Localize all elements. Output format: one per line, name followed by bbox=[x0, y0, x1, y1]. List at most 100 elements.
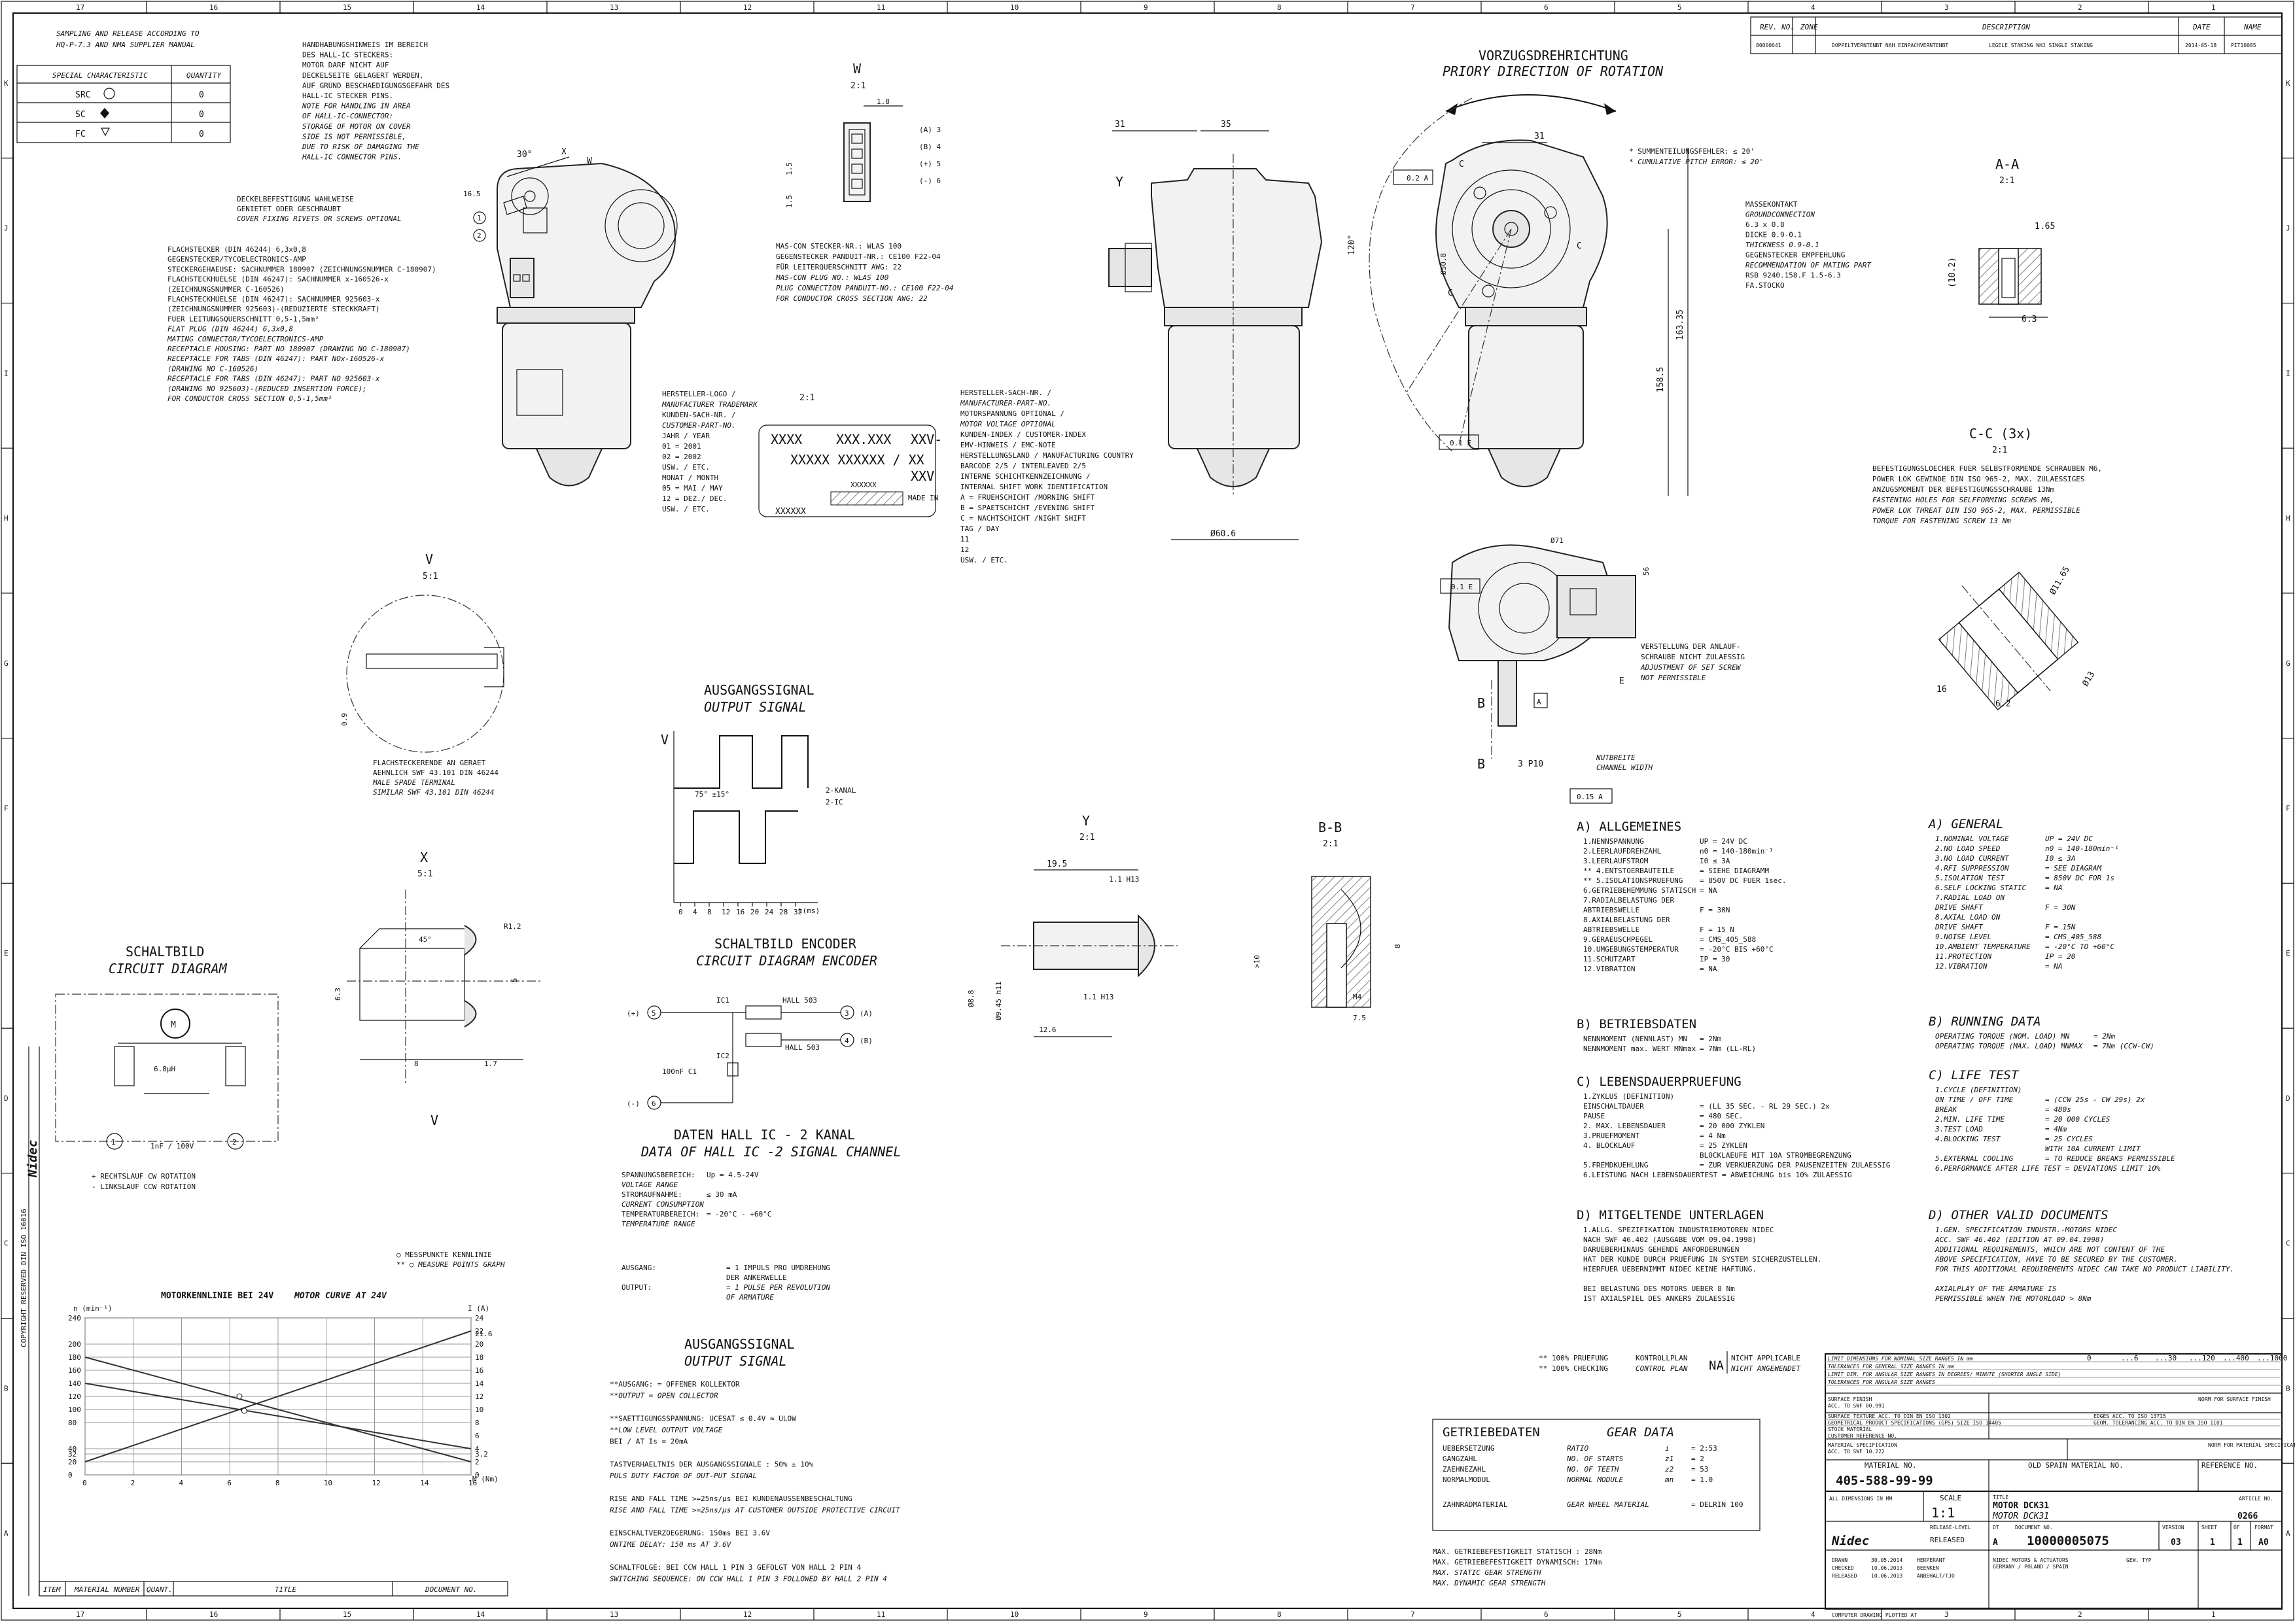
output-signal-2: AUSGANGSSIGNAL OUTPUT SIGNAL bbox=[684, 1336, 795, 1369]
spec-section-title: C) LIFE TEST bbox=[1929, 1068, 2020, 1082]
note-line: KUNDEN-INDEX / CUSTOMER-INDEX bbox=[960, 430, 1086, 439]
note-line: GEGENSTECKER/TYCOELECTRONICS-AMP bbox=[167, 255, 306, 264]
spec-value: IP = 30 bbox=[1700, 955, 1730, 963]
rev-header-desc: DESCRIPTION bbox=[1982, 23, 2030, 31]
spec-value: = 4Nm bbox=[2045, 1125, 2067, 1133]
chart-y-left-tick: 80 bbox=[68, 1419, 77, 1427]
svg-text:HALL 503: HALL 503 bbox=[782, 996, 817, 1005]
spec-label: 3.LEERLAUFSTROM bbox=[1583, 857, 1649, 865]
hall-data-label: SPANNUNGSBEREICH: bbox=[622, 1171, 695, 1179]
tolerance-col: ...400 bbox=[2223, 1354, 2249, 1362]
border-col-label: 12 bbox=[743, 1610, 752, 1619]
svg-text:0.1 E: 0.1 E bbox=[1450, 439, 1471, 447]
svg-text:(+): (+) bbox=[627, 1009, 640, 1018]
svg-text:CIRCUIT DIAGRAM ENCODER: CIRCUIT DIAGRAM ENCODER bbox=[696, 953, 877, 969]
note-line: 05 = MAI / MAY bbox=[662, 484, 723, 492]
sampling-row-label: SC bbox=[75, 110, 86, 120]
border-col-label: 16 bbox=[209, 1610, 218, 1619]
signature-name: ANBEHALT/TJO bbox=[1917, 1573, 1955, 1579]
border-col-label: 13 bbox=[610, 3, 618, 12]
signal-tick-label: 0 bbox=[678, 908, 683, 916]
note-line: **OUTPUT = OPEN COLLECTOR bbox=[610, 1392, 718, 1400]
svg-text:NUTBREITE: NUTBREITE bbox=[1596, 753, 1636, 762]
svg-text:OUTPUT SIGNAL: OUTPUT SIGNAL bbox=[684, 1353, 787, 1369]
rev-header-date: DATE bbox=[2192, 23, 2211, 31]
chart-x-tick: 0 bbox=[82, 1479, 87, 1487]
spec-value: = (CCW 25s - CW 29s) 2x bbox=[2045, 1096, 2145, 1104]
chart-y-right-tick: 12 bbox=[475, 1392, 483, 1401]
signal-tick-label: 24 bbox=[765, 908, 774, 916]
svg-text:** 100% PRUEFUNG: ** 100% PRUEFUNG bbox=[1539, 1354, 1608, 1362]
svg-text:FORMAT: FORMAT bbox=[2254, 1525, 2273, 1530]
svg-text:2:1: 2:1 bbox=[1992, 445, 2007, 455]
note-line: 11 bbox=[960, 535, 969, 544]
spec-value: = -20°C BIS +60°C bbox=[1700, 945, 1774, 954]
signal-tick-label: 20 bbox=[750, 908, 759, 916]
gear-label-en: RATIO bbox=[1567, 1444, 1588, 1453]
svg-text:XXXXX XXXXXX / XX: XXXXX XXXXXX / XX bbox=[790, 452, 924, 468]
svg-text:A0: A0 bbox=[2258, 1538, 2269, 1547]
svg-text:8: 8 bbox=[1393, 944, 1402, 948]
view-w-dim: 1.8 bbox=[877, 97, 890, 106]
note-line: GROUNDCONNECTION bbox=[1745, 211, 1815, 219]
note-line: **AUSGANG: = OFFENER KOLLEKTOR bbox=[610, 1380, 740, 1389]
border-col-label: 11 bbox=[877, 3, 885, 12]
note-line: COVER FIXING RIVETS OR SCREWS OPTIONAL bbox=[237, 215, 402, 223]
spec-value: = 480s bbox=[2045, 1105, 2071, 1114]
svg-text:SCALE: SCALE bbox=[1940, 1494, 1961, 1502]
rev-name: PIT10085 bbox=[2231, 43, 2256, 48]
note-line: JAHR / YEAR bbox=[662, 432, 710, 440]
svg-text:0.2 A: 0.2 A bbox=[1407, 174, 1428, 182]
note-line: SIMILAR SWF 43.101 DIN 46244 bbox=[373, 788, 494, 797]
svg-text:DATA OF HALL IC -2 SIGNAL CHAN: DATA OF HALL IC -2 SIGNAL CHANNEL bbox=[640, 1144, 901, 1160]
note-line: RECEPTACLE FOR TABS (DIN 46247): PART NO… bbox=[167, 354, 385, 363]
svg-text:IC1: IC1 bbox=[716, 996, 729, 1005]
svg-text:STOCK MATERIAL: STOCK MATERIAL bbox=[1828, 1426, 1872, 1432]
note-line: * SUMMENTEILUNGSFEHLER: ≤ 20' bbox=[1629, 147, 1755, 156]
border-row-label: E bbox=[2286, 949, 2290, 958]
spec-label: 1.CYCLE (DEFINITION) bbox=[1935, 1086, 2022, 1094]
note-line: 02 = 2002 bbox=[662, 453, 701, 461]
note-line: ANZUGSMOMENT DER BEFESTIGUNGSSCHRAUBE 13… bbox=[1872, 485, 2055, 494]
spec-label: 11.PROTECTION bbox=[1935, 952, 1991, 961]
note-line: ADJUSTMENT OF SET SCREW bbox=[1640, 663, 1742, 672]
spec-label: 9.NOISE LEVEL bbox=[1935, 933, 1991, 941]
signature-date: 10.06.2013 bbox=[1871, 1573, 1902, 1579]
svg-text:5: 5 bbox=[510, 978, 519, 982]
svg-text:DOCUMENT NO.: DOCUMENT NO. bbox=[2015, 1525, 2053, 1530]
rev-header-rev: REV. NO. bbox=[1760, 23, 1795, 31]
svg-text:X: X bbox=[420, 850, 428, 865]
spec-label: 10.UMGEBUNGSTEMPERATUR bbox=[1583, 945, 1679, 954]
note-line: AUF GRUND BESCHAEDIGUNGSGEFAHR DES bbox=[302, 81, 449, 90]
svg-text:(-): (-) bbox=[627, 1099, 640, 1108]
spec-label: 4.BLOCKING TEST bbox=[1935, 1135, 2001, 1143]
svg-text:M: M bbox=[171, 1020, 176, 1030]
svg-text:1.1 H13: 1.1 H13 bbox=[1109, 875, 1139, 884]
spec-line: 1.GEN. SPECIFICATION INDUSTR.-MOTORS NID… bbox=[1935, 1226, 2118, 1234]
note-line: (DRAWING NO 925603)-(REDUCED INSERTION F… bbox=[167, 385, 367, 393]
note-line: VERSTELLUNG DER ANLAUF- bbox=[1641, 642, 1740, 651]
svg-text:1: 1 bbox=[477, 214, 482, 222]
spec-line: BEI BELASTUNG DES MOTORS UEBER 8 Nm bbox=[1583, 1285, 1735, 1293]
svg-text:OF: OF bbox=[2234, 1525, 2240, 1530]
spec-value: n0 = 140-180min⁻¹ bbox=[1700, 847, 1774, 855]
spec-label: ** 5.ISOLATIONSPRUEFUNG bbox=[1583, 876, 1683, 885]
note-line: RECEPTACLE FOR TABS (DIN 46247): PART NO… bbox=[167, 375, 380, 383]
note-line: NOTE FOR HANDLING IN AREA bbox=[302, 102, 411, 111]
spec-label: 4.RFI SUPPRESSION bbox=[1935, 864, 2009, 872]
svg-text:CIRCUIT DIAGRAM: CIRCUIT DIAGRAM bbox=[109, 961, 228, 976]
svg-text:GETRIEBEDATEN: GETRIEBEDATEN bbox=[1443, 1425, 1540, 1440]
spec-line: AXIALPLAY OF THE ARMATURE IS bbox=[1935, 1285, 2057, 1293]
measure-points-note: ○ MESSPUNKTE KENNLINIE** ○ MEASURE POINT… bbox=[396, 1251, 505, 1269]
hall-output-label: OUTPUT: bbox=[622, 1283, 652, 1292]
svg-text:KONTROLLPLAN: KONTROLLPLAN bbox=[1636, 1354, 1687, 1362]
signal-tick-label: 12 bbox=[722, 908, 730, 916]
note-line: DECKELBEFESTIGUNG WAHLWEISE bbox=[237, 195, 354, 203]
border-col-label: 6 bbox=[1544, 3, 1549, 12]
svg-text:1.1 H13: 1.1 H13 bbox=[1083, 993, 1113, 1001]
gear-value: = DELRIN 100 bbox=[1691, 1500, 1743, 1509]
svg-text:Ø8.8: Ø8.8 bbox=[967, 990, 975, 1008]
